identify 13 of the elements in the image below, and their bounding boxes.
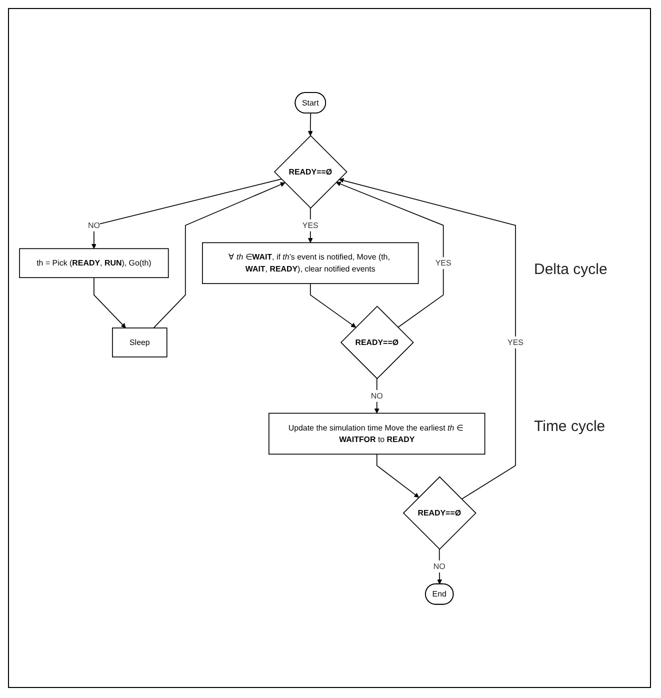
arrow	[336, 181, 444, 328]
cycle-label: Delta cycle	[534, 261, 608, 278]
arrow	[308, 207, 313, 242]
arrow	[437, 548, 442, 584]
arrow	[153, 182, 286, 328]
arrow	[308, 112, 313, 136]
arrow	[94, 276, 126, 328]
arrow	[338, 178, 516, 500]
arrow	[310, 282, 356, 328]
arrow	[376, 453, 420, 498]
cycle-label: Time cycle	[534, 418, 606, 435]
arrow	[91, 178, 282, 248]
arrow	[374, 378, 380, 414]
